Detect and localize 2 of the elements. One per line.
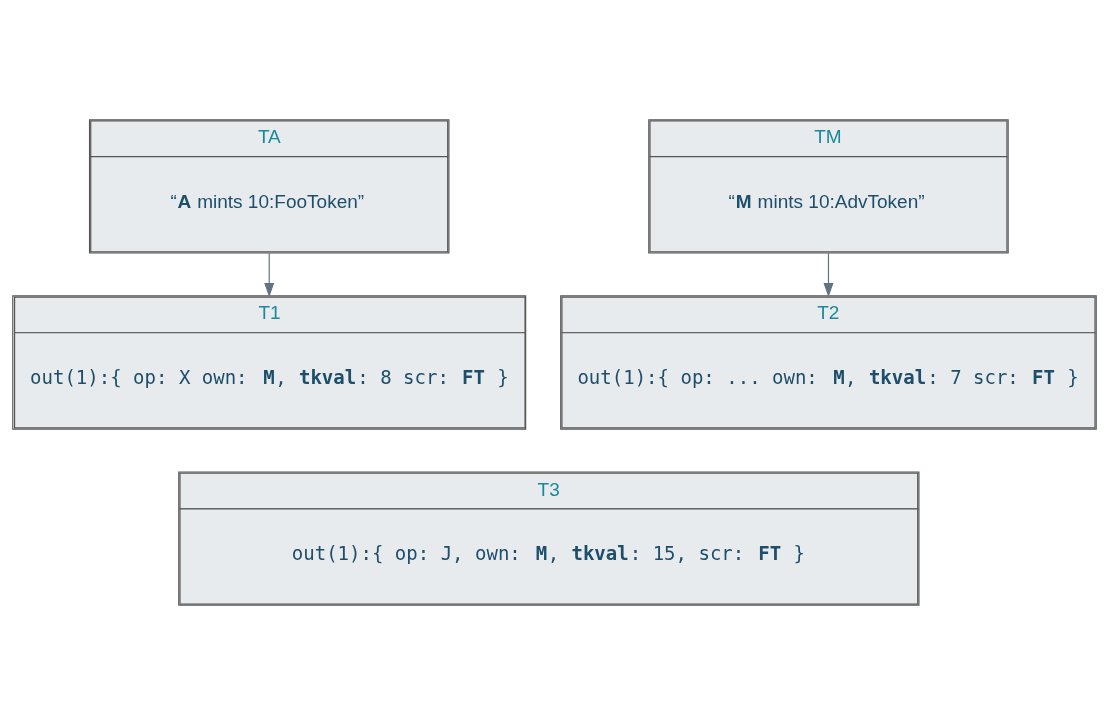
arrow <box>264 252 275 298</box>
arrow <box>823 252 834 298</box>
